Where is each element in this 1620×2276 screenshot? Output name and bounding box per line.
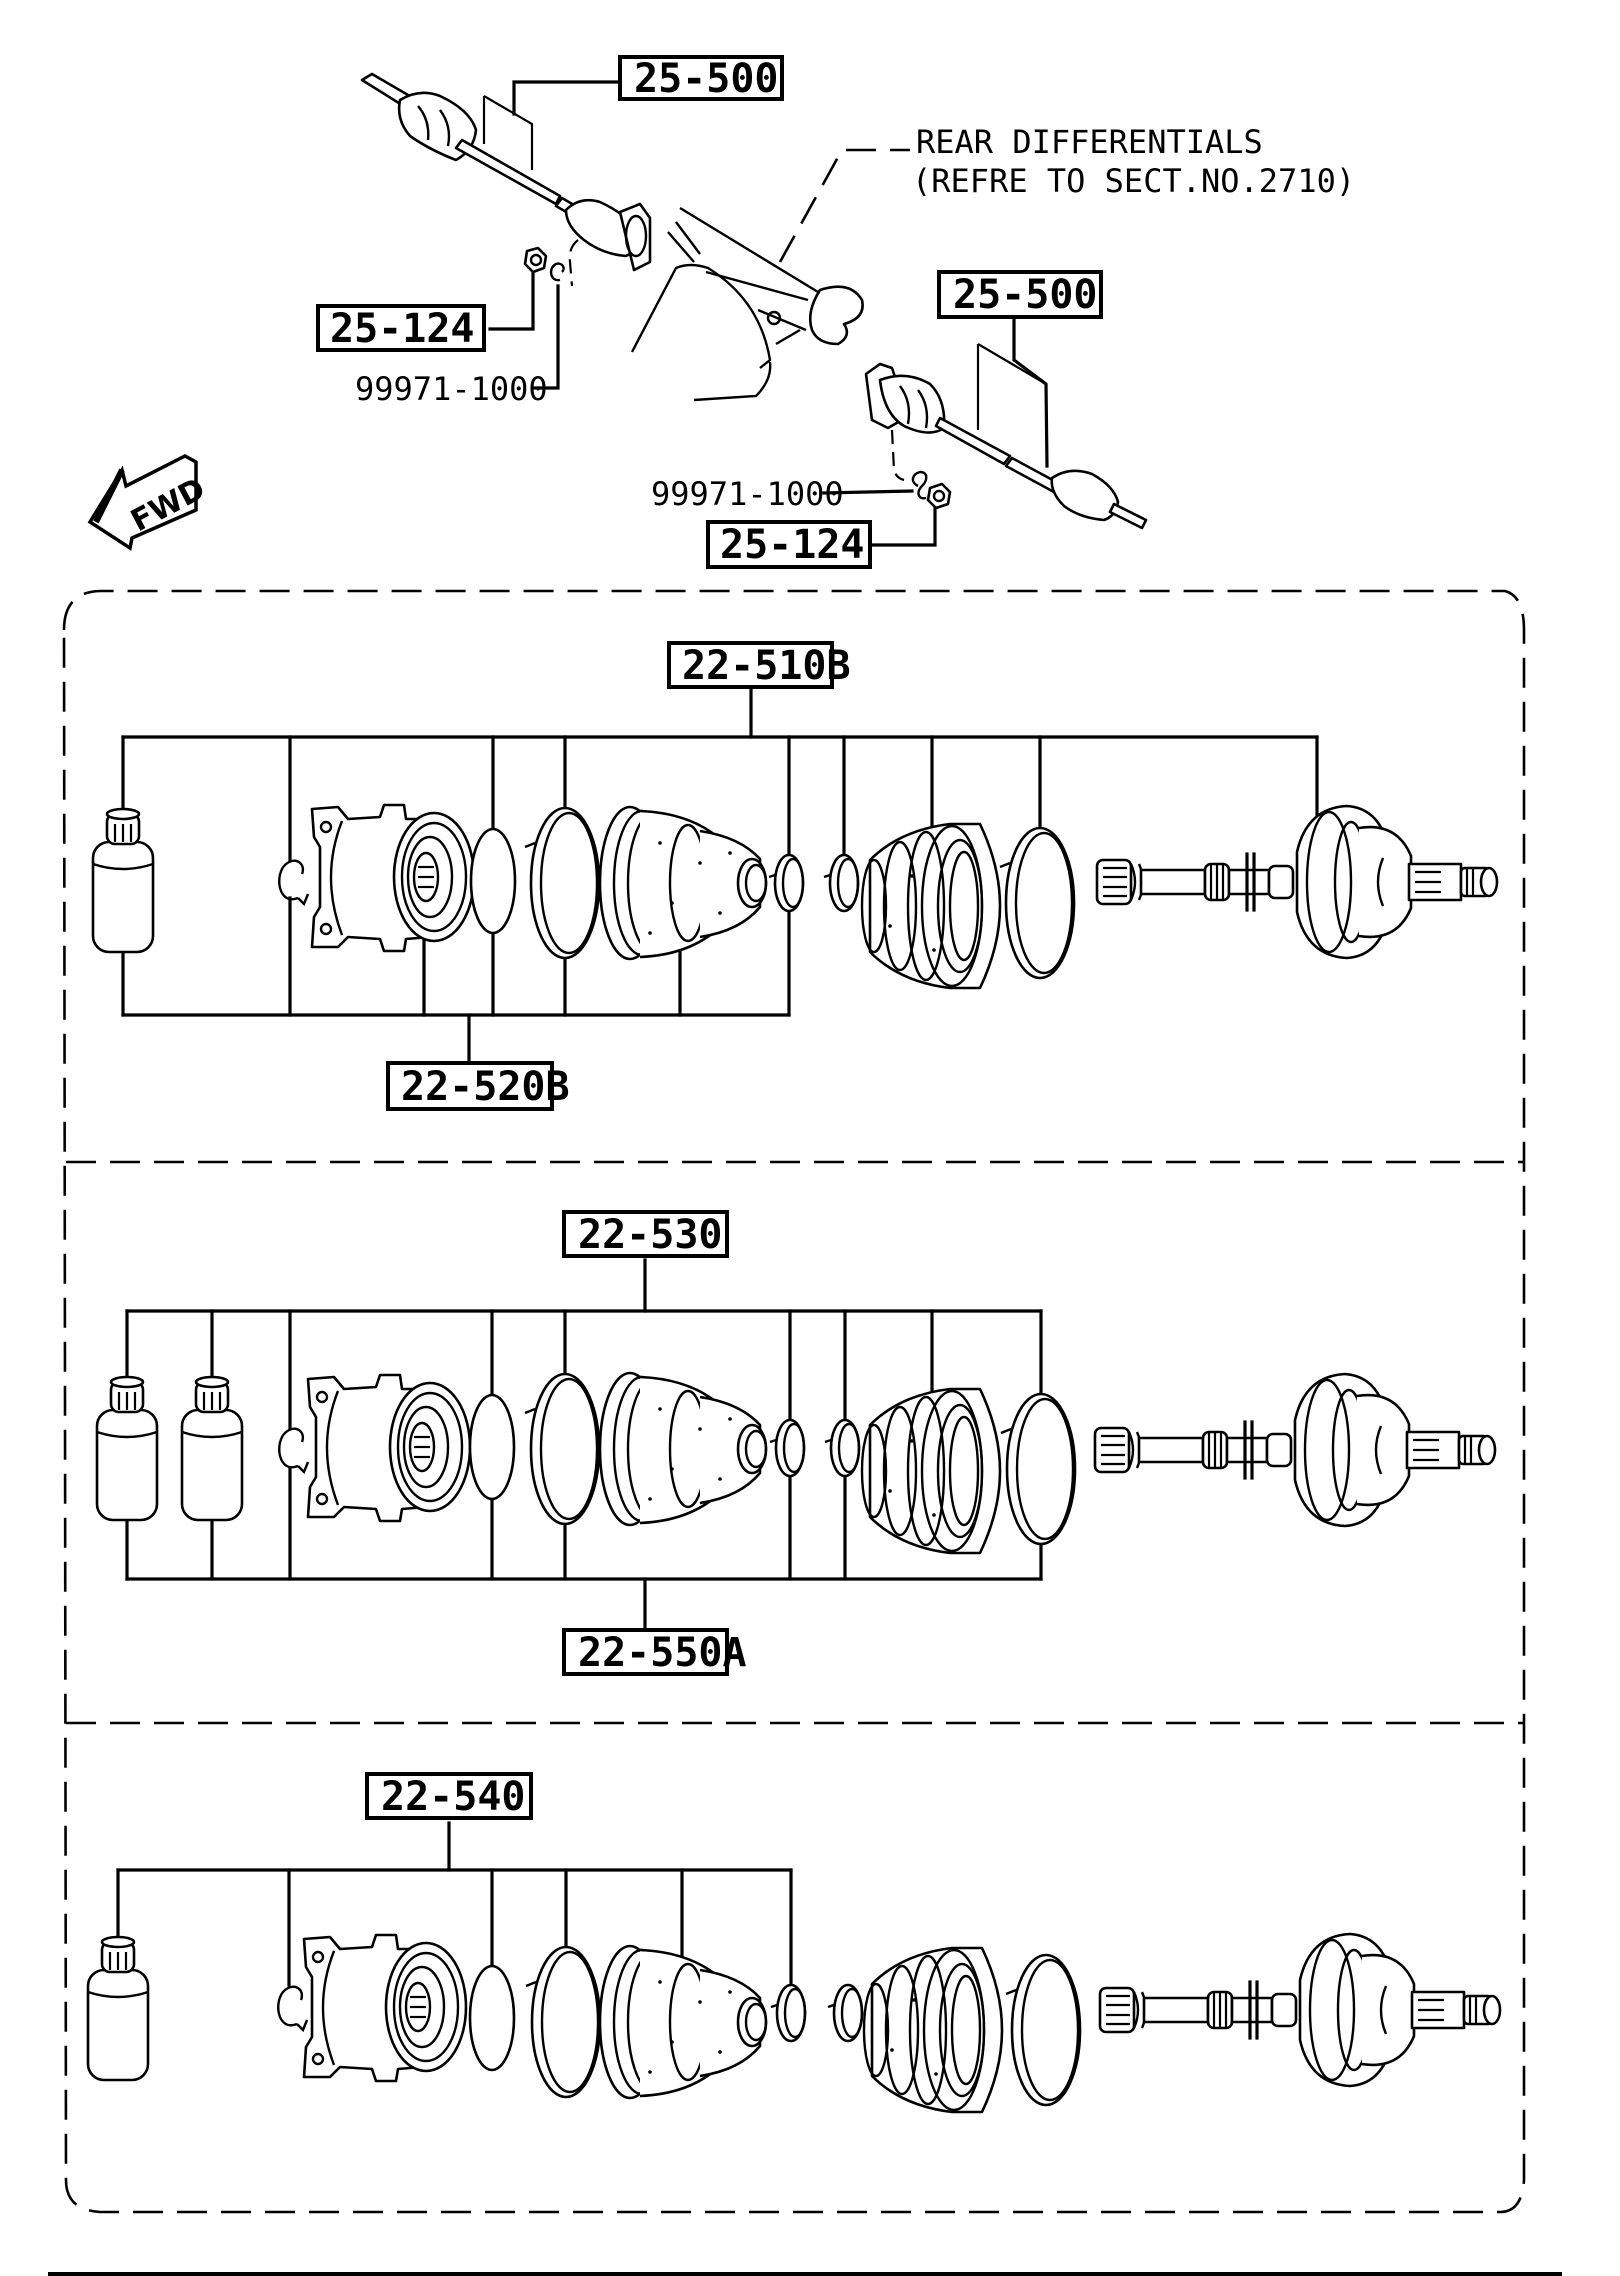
inner-boot: [598, 1944, 768, 2100]
callout-22-550A: 22-550A: [562, 1628, 747, 1676]
boot-band-small: [768, 1418, 806, 1478]
o-ring: [468, 1964, 516, 2072]
svg-text:25-124: 25-124: [330, 306, 475, 352]
part-number-left-washer: 99971-1000: [355, 370, 548, 408]
svg-text:22-550A: 22-550A: [578, 1630, 747, 1676]
boot-band-small: [767, 853, 805, 913]
svg-text:25-500: 25-500: [634, 56, 779, 102]
grease-tube: [95, 1375, 159, 1522]
right-nut: [926, 482, 952, 510]
forward-direction-arrow: FWD: [87, 454, 211, 551]
inner-joint-housing: [310, 803, 476, 953]
reference-note-line1: REAR DIFFERENTIALS: [916, 123, 1263, 161]
grease-tube: [180, 1375, 244, 1522]
callout-22-520B: 22-520B: [386, 1061, 570, 1111]
grease-tube: [91, 807, 155, 954]
o-ring: [469, 827, 517, 935]
reference-note-line2: (REFRE TO SECT.NO.2710): [912, 162, 1355, 200]
inner-boot: [598, 1371, 768, 1527]
svg-text:22-540: 22-540: [381, 1774, 526, 1820]
section-kit-2: 22-530 22-550A: [95, 1210, 1497, 1676]
outer-band-small: [826, 1983, 864, 2043]
outer-band-large: [1004, 1953, 1082, 2107]
boot-band-large: [523, 1372, 601, 1526]
outer-band-small: [823, 1418, 861, 1478]
callout-22-530: 22-530: [562, 1210, 729, 1258]
inner-boot: [598, 805, 768, 961]
outer-boot: [862, 1946, 1004, 2114]
callout-right-nut: 25-124: [706, 520, 872, 569]
leader-line: [512, 80, 622, 116]
section-kit-3: 22-540: [86, 1772, 1502, 2114]
shaft-outer-joint: [1095, 804, 1499, 960]
svg-text:25-124: 25-124: [720, 522, 865, 568]
svg-text:25-500: 25-500: [953, 272, 1098, 318]
right-washer: [911, 470, 928, 500]
callout-22-510B: 22-510B: [667, 641, 851, 689]
outer-band-large: [999, 1392, 1077, 1546]
svg-text:22-510B: 22-510B: [682, 643, 851, 689]
inner-joint-housing: [302, 1933, 468, 2083]
boot-band-large: [523, 806, 601, 960]
shaft-outer-joint: [1098, 1932, 1502, 2088]
outer-boot: [860, 1387, 1002, 1555]
grease-tube: [86, 1935, 150, 2082]
svg-text:22-520B: 22-520B: [401, 1064, 570, 1110]
kit-frame: [62, 589, 1526, 2214]
shaft-outer-joint: [1093, 1372, 1497, 1528]
overview-drawing: REAR DIFFERENTIALS (REFRE TO SECT.NO.271…: [87, 55, 1355, 569]
inner-joint-housing: [306, 1373, 472, 1523]
right-driveshaft: [864, 362, 1148, 530]
section-kit-1: 22-510B 22-520B: [91, 641, 1499, 1111]
callout-left-nut: 25-124: [316, 304, 486, 352]
o-ring: [468, 1393, 516, 1501]
reference-leader: [778, 148, 910, 263]
outer-band-small: [822, 853, 860, 913]
snap-ring: [278, 859, 310, 906]
snap-ring: [278, 1427, 310, 1474]
boot-band-small: [769, 1983, 807, 2043]
outer-band-large: [998, 826, 1076, 980]
left-washer: [549, 262, 565, 282]
callout-right-shaft: 25-500: [937, 270, 1103, 319]
svg-text:22-530: 22-530: [578, 1212, 723, 1258]
boot-band-large: [524, 1945, 602, 2099]
part-number-right-washer: 99971-1000: [651, 475, 844, 513]
left-driveshaft: [360, 72, 652, 272]
outer-boot: [860, 822, 1002, 990]
callout-22-540: 22-540: [365, 1772, 533, 1820]
differential-housing: [630, 206, 864, 402]
callout-left-shaft: 25-500: [618, 55, 784, 102]
left-nut: [523, 246, 548, 274]
snap-ring: [277, 1985, 309, 2032]
